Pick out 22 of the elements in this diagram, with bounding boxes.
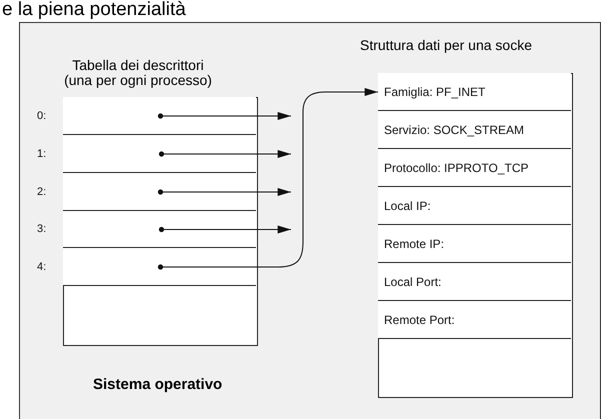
field-row: Remote IP:: [378, 225, 571, 263]
field-row: Local IP:: [378, 187, 571, 225]
row-index: 2:: [37, 186, 46, 198]
pointer-arrow: [158, 188, 292, 196]
row-index: 4:: [37, 260, 46, 272]
row-index: 1:: [37, 148, 46, 160]
row-index: 3:: [37, 223, 46, 235]
field-row: Famiglia: PF_INET: [378, 73, 571, 111]
table-heading: Struttura dati per una socke: [360, 38, 532, 53]
field-row: Local Port:: [378, 263, 571, 301]
system-frame: [19, 22, 601, 419]
pointer-arrow: [158, 226, 292, 234]
heading-fragment: e la piena potenzialità: [2, 0, 186, 21]
pointer-arrow: [158, 150, 292, 158]
pointer-arrow: [158, 88, 378, 270]
row-index: 0:: [37, 110, 46, 122]
field-row: Servizio: SOCK_STREAM: [378, 111, 571, 149]
frame-title: Sistema operativo: [93, 376, 222, 393]
pointer-arrow: [158, 112, 292, 120]
field-row: Protocollo: IPPROTO_TCP: [378, 149, 571, 187]
table-heading: Tabella dei descrittori (una per ogni processo): [63, 58, 213, 88]
field-row: Remote Port:: [378, 301, 571, 339]
